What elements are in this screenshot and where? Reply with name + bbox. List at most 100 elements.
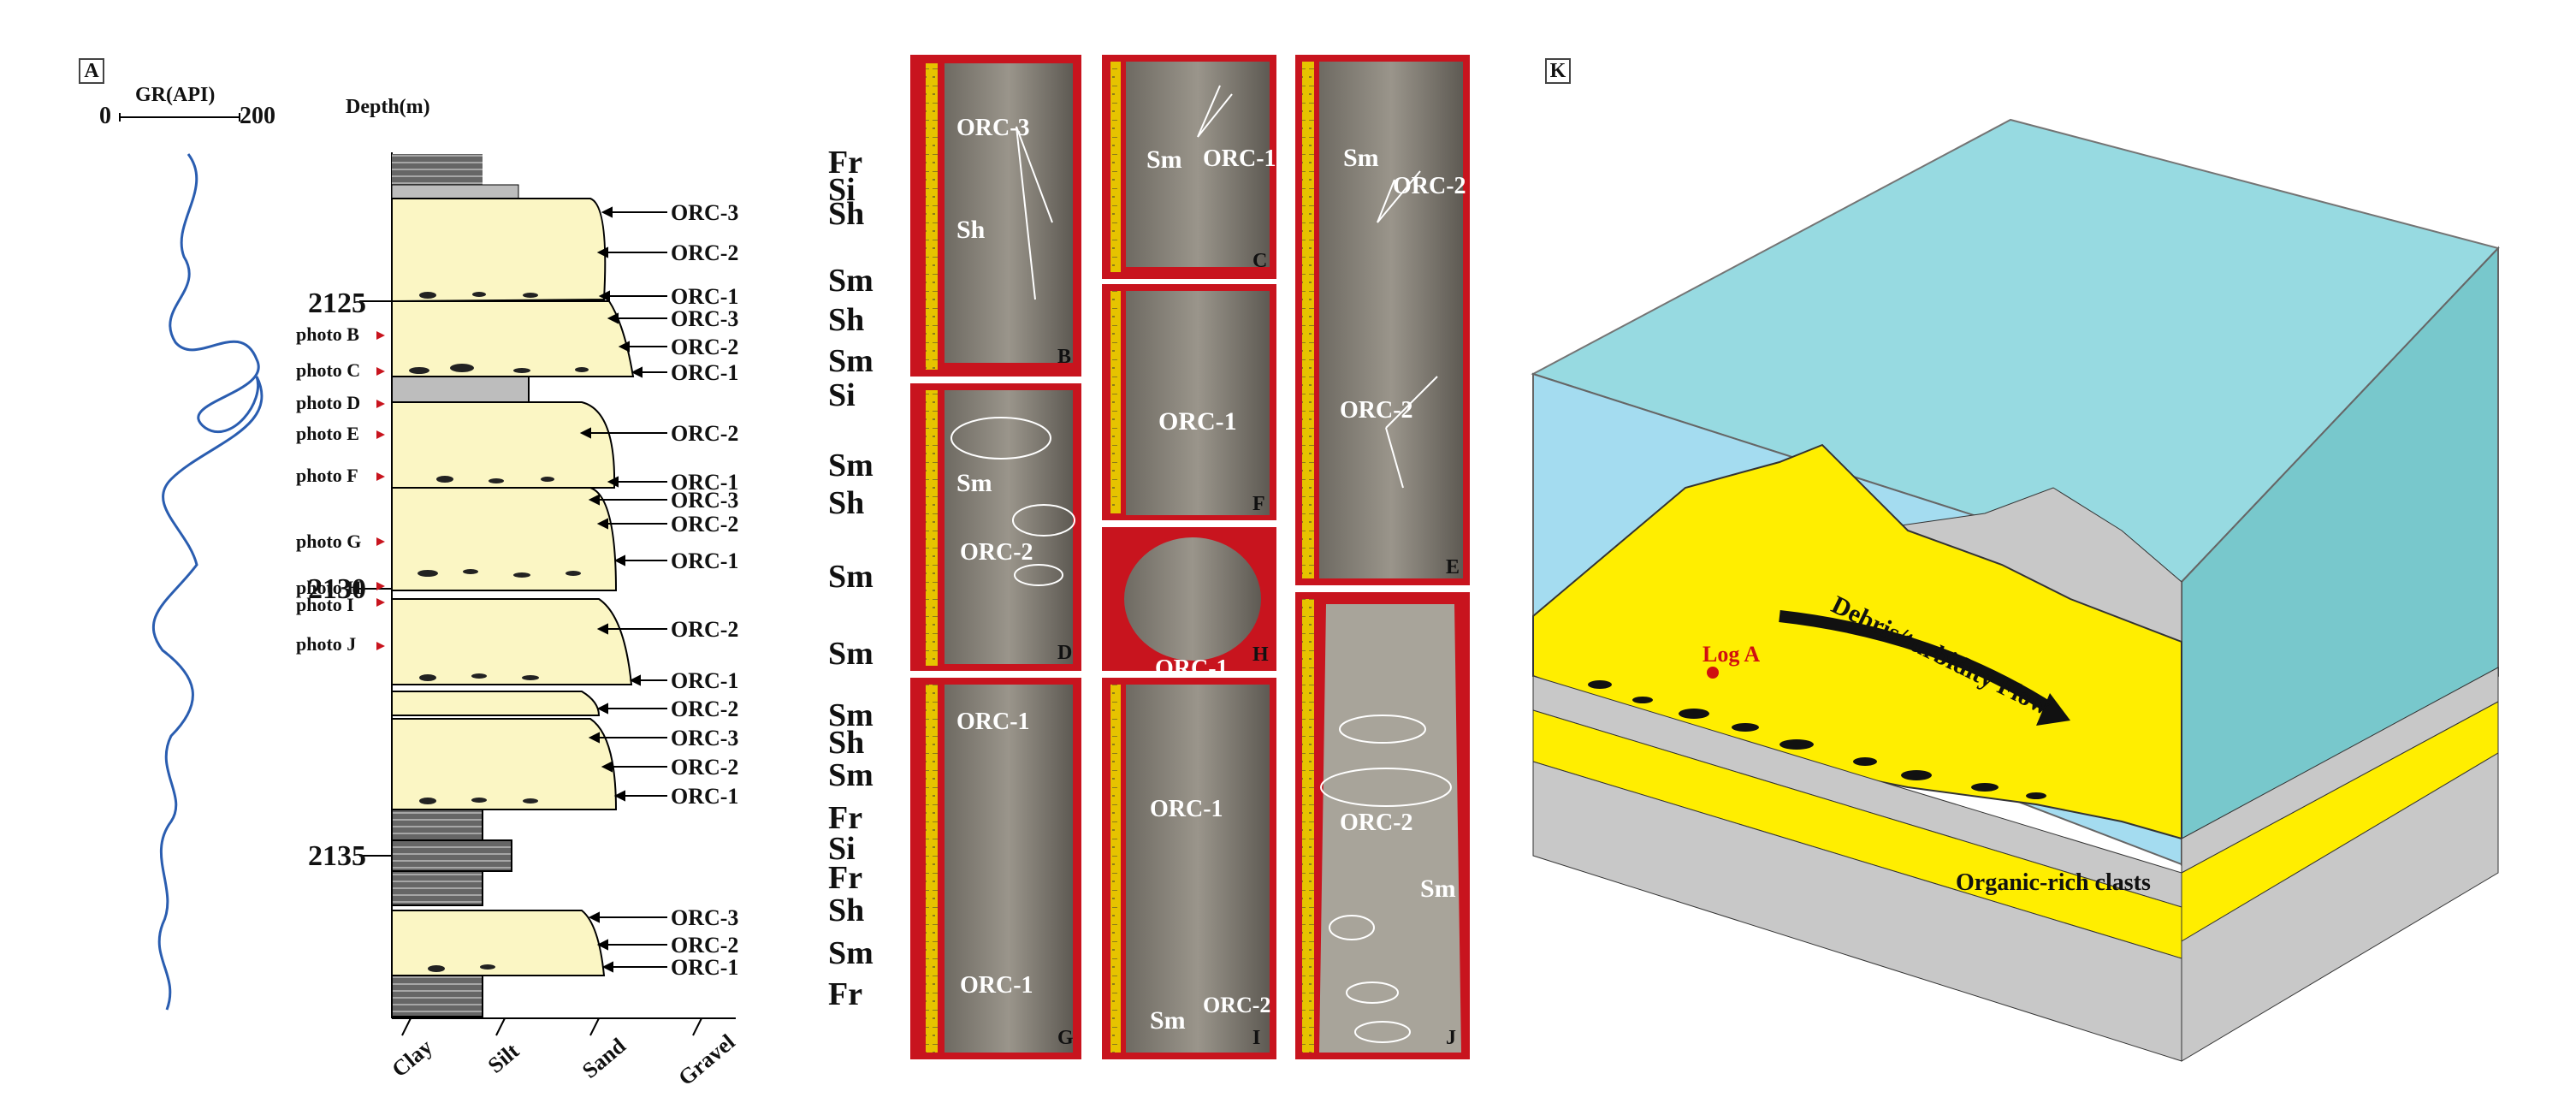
orc-label: ORC-2 bbox=[671, 512, 739, 537]
facies-code: Sm bbox=[828, 697, 873, 733]
facies-code: Fr bbox=[828, 145, 863, 181]
facies-code: Sm bbox=[828, 935, 873, 971]
photo-e bbox=[1295, 55, 1470, 585]
block-diagram bbox=[1531, 118, 2500, 1062]
photo-h-label: ORC-1 bbox=[1155, 655, 1229, 682]
photo-i-label: ORC-2 bbox=[1203, 993, 1271, 1017]
orc-label: ORC-3 bbox=[671, 306, 739, 331]
photo-d bbox=[910, 383, 1081, 671]
photo-label-d: photo D bbox=[296, 392, 361, 413]
gr-curve bbox=[151, 153, 264, 1011]
photo-j-label: ORC-2 bbox=[1340, 810, 1413, 836]
facies-code: Fr bbox=[828, 860, 863, 896]
photo-j-label: Sm bbox=[1420, 875, 1456, 903]
panel-letter-k: K bbox=[1545, 58, 1571, 84]
log-a-label: Log A bbox=[1703, 642, 1761, 667]
photo-letter-c: C bbox=[1252, 250, 1268, 272]
orc-label: ORC-3 bbox=[671, 905, 739, 930]
photo-e-label: ORC-2 bbox=[1393, 173, 1466, 199]
facies-code: Si bbox=[828, 172, 856, 208]
photo-c bbox=[1102, 55, 1276, 279]
photo-d-label: ORC-2 bbox=[960, 539, 1033, 566]
depth-label: Depth(m) bbox=[346, 96, 430, 118]
orc-label: ORC-2 bbox=[671, 335, 739, 359]
orc-label: ORC-2 bbox=[671, 240, 739, 265]
photo-label-j: photo J bbox=[296, 633, 357, 655]
orc-label: ORC-1 bbox=[671, 470, 739, 495]
depth-2130: 2130 bbox=[308, 573, 366, 605]
orc-label: ORC-3 bbox=[671, 488, 739, 513]
photo-f bbox=[1102, 284, 1276, 520]
gr-axis-label: GR(API) bbox=[135, 84, 216, 106]
photo-g-label: ORC-1 bbox=[956, 709, 1030, 735]
photo-i-label: ORC-1 bbox=[1150, 796, 1223, 822]
orc-label: ORC-3 bbox=[671, 726, 739, 750]
facies-code: Sh bbox=[828, 893, 865, 928]
facies-code: Sm bbox=[828, 636, 873, 672]
depth-2125: 2125 bbox=[308, 288, 366, 319]
facies-code: Si bbox=[828, 831, 856, 867]
facies-code: Sh bbox=[828, 196, 865, 232]
core-photos bbox=[910, 55, 1470, 1059]
photo-letter-g: G bbox=[1057, 1027, 1074, 1049]
photo-h bbox=[1102, 527, 1276, 671]
photo-label-h: photo H bbox=[296, 577, 362, 598]
orc-label: ORC-1 bbox=[671, 284, 739, 309]
photo-letter-i: I bbox=[1252, 1027, 1261, 1049]
photo-b-label: ORC-3 bbox=[956, 115, 1030, 141]
photo-label-i: photo I bbox=[296, 594, 354, 615]
photo-letter-h: H bbox=[1252, 643, 1269, 666]
gr-axis-max: 200 bbox=[240, 103, 275, 129]
orc-label: ORC-1 bbox=[671, 668, 739, 693]
photo-letter-d: D bbox=[1057, 642, 1073, 664]
facies-code: Fr bbox=[828, 800, 863, 836]
photo-j bbox=[1295, 592, 1470, 1059]
photo-letter-e: E bbox=[1446, 556, 1460, 578]
facies-code: Sh bbox=[828, 485, 865, 521]
photo-g-label: ORC-1 bbox=[960, 972, 1033, 999]
photo-d-label: Sm bbox=[956, 469, 992, 497]
photo-label-e: photo E bbox=[296, 423, 359, 444]
facies-code: Sh bbox=[828, 725, 865, 761]
photo-i-label: Sm bbox=[1150, 1006, 1186, 1035]
photo-b-label: Sh bbox=[956, 216, 986, 244]
orc-label: ORC-1 bbox=[671, 549, 739, 573]
photo-letter-j: J bbox=[1446, 1027, 1456, 1049]
panel-letter-a: A bbox=[79, 58, 104, 84]
orc-label: ORC-2 bbox=[671, 933, 739, 958]
photo-c-label: Sm bbox=[1146, 145, 1182, 174]
photo-label-g: photo G bbox=[296, 531, 362, 552]
photo-g bbox=[910, 678, 1081, 1059]
orc-label: ORC-3 bbox=[671, 200, 739, 225]
photo-label-c: photo C bbox=[296, 359, 361, 381]
facies-code: Sm bbox=[828, 343, 873, 379]
facies-code: Sm bbox=[828, 263, 873, 299]
photo-b bbox=[910, 55, 1081, 377]
clasts-label: Organic-rich clasts bbox=[1956, 869, 2151, 896]
facies-code: Sm bbox=[828, 448, 873, 483]
orc-label: ORC-2 bbox=[671, 617, 739, 642]
photo-e-label: ORC-2 bbox=[1340, 397, 1413, 424]
photo-i bbox=[1102, 678, 1276, 1059]
orc-label: ORC-2 bbox=[671, 421, 739, 446]
photo-e-label: Sm bbox=[1343, 144, 1379, 172]
photo-c-label: ORC-1 bbox=[1203, 145, 1276, 172]
photo-letter-f: F bbox=[1252, 493, 1265, 515]
photo-label-f: photo F bbox=[296, 465, 358, 486]
facies-code: Fr bbox=[828, 976, 863, 1012]
facies-code: Si bbox=[828, 377, 856, 413]
log-diagram bbox=[119, 113, 736, 1036]
orc-label: ORC-1 bbox=[671, 784, 739, 809]
orc-label: ORC-1 bbox=[671, 955, 739, 980]
facies-code: Sm bbox=[828, 559, 873, 595]
gr-axis-min: 0 bbox=[99, 103, 111, 129]
photo-f-label: ORC-1 bbox=[1158, 407, 1237, 436]
orc-label: ORC-1 bbox=[671, 360, 739, 385]
photo-label-b: photo B bbox=[296, 323, 359, 345]
orc-label: ORC-2 bbox=[671, 755, 739, 780]
facies-code: Sh bbox=[828, 302, 865, 338]
orc-label: ORC-2 bbox=[671, 697, 739, 721]
depth-2135: 2135 bbox=[308, 840, 366, 872]
photo-letter-b: B bbox=[1057, 346, 1072, 368]
facies-code: Sm bbox=[828, 757, 873, 793]
